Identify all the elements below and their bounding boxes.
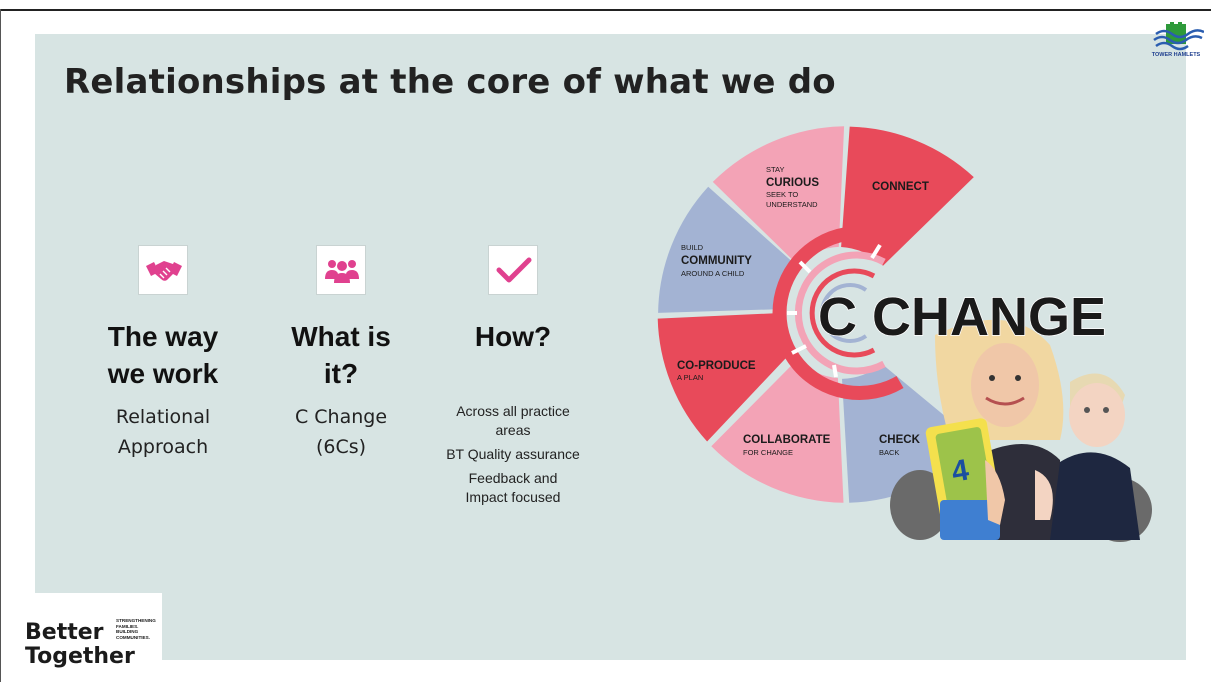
- collaborate-title: COLLABORATE: [743, 434, 831, 446]
- column-1-subtext-line-2: Approach: [117, 436, 209, 458]
- segment-stay-curious: [712, 126, 845, 265]
- better-together-word-2: Together: [25, 644, 135, 669]
- co-produce-title: CO-PRODUCE: [677, 360, 756, 372]
- tagline-line-1: STRENGTHENING: [116, 618, 156, 623]
- tagline-line-3: BUILDING: [116, 629, 139, 635]
- column-2-heading-line-1: What is: [291, 321, 391, 352]
- column-2-subtext-line-2: (6Cs): [315, 436, 367, 458]
- inner-ring-middle: [794, 251, 886, 375]
- column-1-subtext: Relational Approach: [88, 402, 238, 462]
- segment-co-produce: [657, 313, 793, 442]
- column-3-item-3-line-2: Impact focused: [465, 489, 561, 505]
- build-community-title: COMMUNITY: [681, 255, 752, 267]
- tower-hamlets-label: TOWER HAMLETS: [1151, 52, 1201, 58]
- checkmark-icon: [496, 257, 532, 283]
- column-1-subtext-line-1: Relational: [115, 406, 211, 428]
- column-1-heading-line-2: we work: [107, 358, 219, 389]
- handshake-icon-tile: [138, 245, 188, 295]
- column-1-heading-line-1: The way: [107, 321, 219, 352]
- checkmark-icon-tile: [488, 245, 538, 295]
- tagline-line-4: COMMUNITIES.: [116, 634, 150, 640]
- column-2-heading: What is it?: [266, 318, 416, 392]
- top-rule: [0, 9, 1211, 11]
- column-2-subtext: C Change (6Cs): [266, 402, 416, 462]
- family-photo: 4: [890, 319, 1152, 542]
- people-group-icon-tile: [316, 245, 366, 295]
- left-rule: [0, 9, 1, 682]
- column-1-heading: The way we work: [88, 318, 238, 392]
- c-change-logo-text: C CHANGE: [818, 287, 1106, 347]
- handshake-icon: [146, 261, 182, 281]
- check-line-1: BACK: [879, 448, 899, 457]
- column-2-heading-line-2: it?: [323, 358, 359, 389]
- connect-title: CONNECT: [872, 181, 929, 193]
- column-3-item-1-line-1: Across all practice: [456, 403, 570, 419]
- column-3-heading: How?: [474, 321, 552, 352]
- segment-collaborate: [711, 359, 844, 503]
- inner-ring-inner: [809, 268, 876, 358]
- better-together-logo: Better Together STRENGTHENING FAMILIES. …: [20, 593, 162, 681]
- inner-ring-outer: [772, 226, 904, 400]
- segment-connect: [841, 126, 974, 266]
- column-3-item-1-line-2: areas: [495, 422, 531, 438]
- stay-curious-line-1: SEEK TO: [766, 190, 798, 199]
- photo-number: 4: [949, 453, 971, 488]
- build-community-top: BUILD: [681, 243, 704, 252]
- tagline-line-2: FAMILIES.: [116, 623, 139, 629]
- c-change-diagram: STAY CURIOUS SEEK TO UNDERSTAND CONNECT …: [655, 120, 1165, 550]
- build-community-line-1: AROUND A CHILD: [681, 269, 745, 278]
- column-3-item-3-line-1: Feedback and: [468, 470, 558, 486]
- segment-build-community: [658, 186, 797, 313]
- co-produce-line-1: A PLAN: [677, 373, 703, 382]
- stay-curious-top: STAY: [766, 165, 784, 174]
- slide-title: Relationships at the core of what we do: [64, 62, 836, 102]
- tower-hamlets-emblem-icon: [1153, 22, 1205, 51]
- better-together-word-1: Better: [25, 620, 104, 645]
- column-3-item-2: BT Quality assurance: [446, 446, 580, 462]
- c-change-wheel: STAY CURIOUS SEEK TO UNDERSTAND CONNECT …: [657, 126, 1152, 542]
- stay-curious-title: CURIOUS: [766, 177, 819, 189]
- stay-curious-line-2: UNDERSTAND: [766, 200, 818, 209]
- collaborate-line-1: FOR CHANGE: [743, 448, 793, 457]
- tower-hamlets-logo: TOWER HAMLETS: [1148, 20, 1205, 60]
- column-2-subtext-line-1: C Change: [294, 406, 388, 428]
- people-group-icon: [325, 260, 359, 283]
- check-title: CHECK: [879, 434, 921, 446]
- inner-ring-core: [820, 283, 868, 343]
- column-3-list: Across all practice areas BT Quality ass…: [426, 402, 600, 507]
